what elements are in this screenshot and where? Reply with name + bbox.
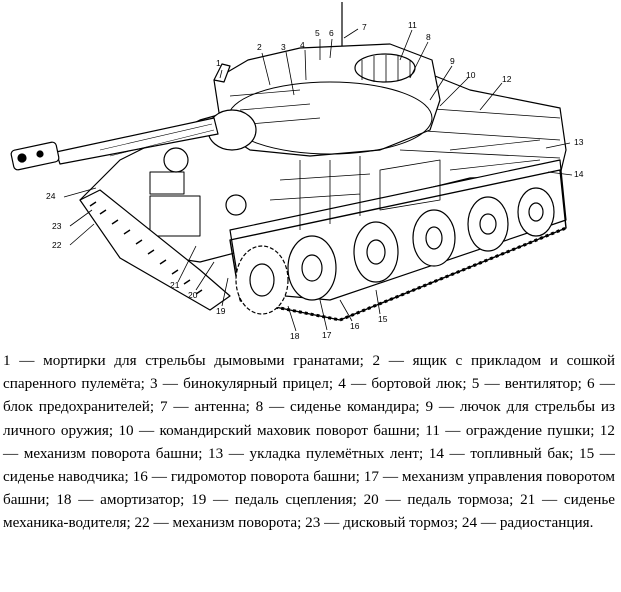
callout-3: 3: [281, 42, 286, 52]
callout-5: 5: [315, 28, 320, 38]
callout-21: 21: [170, 280, 180, 290]
callout-2: 2: [257, 42, 262, 52]
road-wheels-drawing: [287, 187, 555, 301]
callout-22: 22: [52, 240, 62, 250]
callout-24: 24: [46, 191, 56, 201]
callout-6: 6: [329, 28, 334, 38]
callout-8: 8: [426, 32, 431, 42]
callout-12: 12: [502, 74, 512, 84]
callout-14: 14: [574, 169, 584, 179]
commander-cupola-drawing: [354, 53, 416, 83]
callout-16: 16: [350, 321, 360, 331]
callout-17: 17: [322, 330, 332, 340]
callout-1: 1: [216, 58, 221, 68]
callout-18: 18: [290, 331, 300, 341]
muzzle-brake-drawing: [10, 141, 60, 171]
callout-4: 4: [300, 40, 305, 50]
figure-caption: 1 — мортирки для стрельбы дымовыми грана…: [3, 352, 615, 532]
callout-10: 10: [466, 70, 476, 80]
callout-20: 20: [188, 290, 198, 300]
tank-cutaway-diagram: 1 2 3 4 5 6 7 8 11 9 10 12 13 14 15 16 1…: [10, 2, 584, 341]
callout-11: 11: [408, 20, 417, 30]
callout-9: 9: [450, 56, 455, 66]
callout-15: 15: [378, 314, 388, 324]
callout-19: 19: [216, 306, 226, 316]
callout-23: 23: [52, 221, 62, 231]
callout-7: 7: [362, 22, 367, 32]
callout-13: 13: [574, 137, 584, 147]
